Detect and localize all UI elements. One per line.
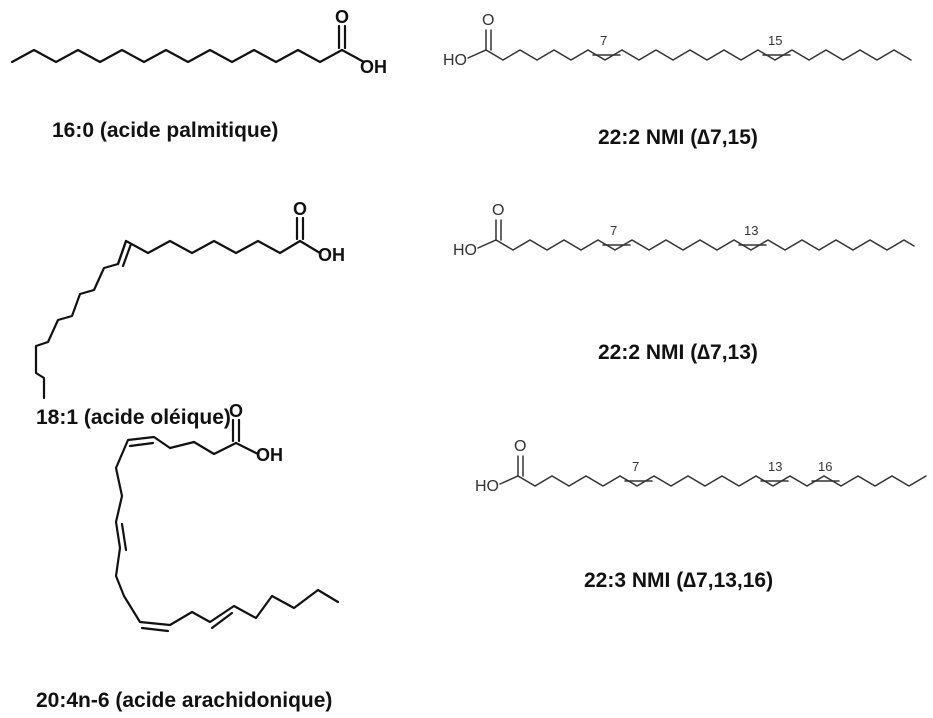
nmi-7-15-locant-7: 7 [600,33,608,48]
nmi-7-13-chain [477,239,915,251]
arachidonic-caption: 20:4n-6 (acide arachidonique) [36,689,333,712]
nmi-7-13-16-locant-7: 7 [632,459,640,474]
oleic-c-oh-bond [298,239,322,255]
arachidonic-oh-label: OH [256,445,283,465]
nmi-7-13-locant-13: 13 [744,223,759,238]
nmi-7-15-locant-15: 15 [768,33,783,48]
oleic-chain-upper [124,239,302,255]
oleic-oh-label: OH [318,245,345,265]
nmi-7-13-16-ho-label: HO [475,478,499,495]
nmi-7-15-o-label: O [482,12,495,29]
nmi-7-13-16-chain [499,475,927,487]
oleic-o-label: O [293,199,308,219]
palmitic-caption: 16:0 (acide palmitique) [52,119,279,142]
nmi-7-13-16-locant-13: 13 [768,459,783,474]
nmi-7-13-caption: 22:2 NMI (∆7,13) [598,341,758,364]
oleic-caption: 18:1 (acide oléique) [36,406,231,429]
nmi-7-13-16-structure [499,455,927,487]
arachidonic-double-bond-2 [120,522,128,552]
oleic-acid-structure [34,216,322,400]
oleic-cis-double-bond-b [121,242,133,268]
oleic-chain-lower [34,239,128,400]
nmi-7-13-16-o-label: O [514,438,527,455]
arachidonic-o-label: O [229,401,244,421]
nmi-7-15-caption: 22:2 NMI (∆7,15) [598,126,758,149]
palmitic-c-oh-bond [340,48,366,64]
arachidonic-double-bond-1 [128,441,155,448]
nmi-7-15-chain [467,49,912,61]
palmitic-acid-structure [10,24,366,64]
nmi-7-13-o-label: O [492,202,505,219]
nmi-7-13-structure [477,219,915,251]
nmi-7-13-locant-7: 7 [610,223,618,238]
arachidonic-double-bond-4 [210,611,234,630]
arachidonic-c-oh-bond [234,441,260,456]
nmi-7-15-ho-label: HO [443,52,467,69]
nmi-7-15-structure [467,29,912,61]
palmitic-o-label: O [335,7,350,27]
arachidonic-double-bond-3 [140,626,170,633]
nmi-7-13-16-caption: 22:3 NMI (∆7,13,16) [584,569,774,592]
palmitic-oh-label: OH [360,57,387,77]
oleic-cis-double-bond-a [116,239,128,266]
palmitic-chain [10,48,344,64]
nmi-7-13-16-locant-16: 16 [818,459,833,474]
nmi-7-13-ho-label: HO [453,242,477,259]
arachidonic-acid-structure [114,418,340,633]
arachidonic-chain [114,435,340,627]
